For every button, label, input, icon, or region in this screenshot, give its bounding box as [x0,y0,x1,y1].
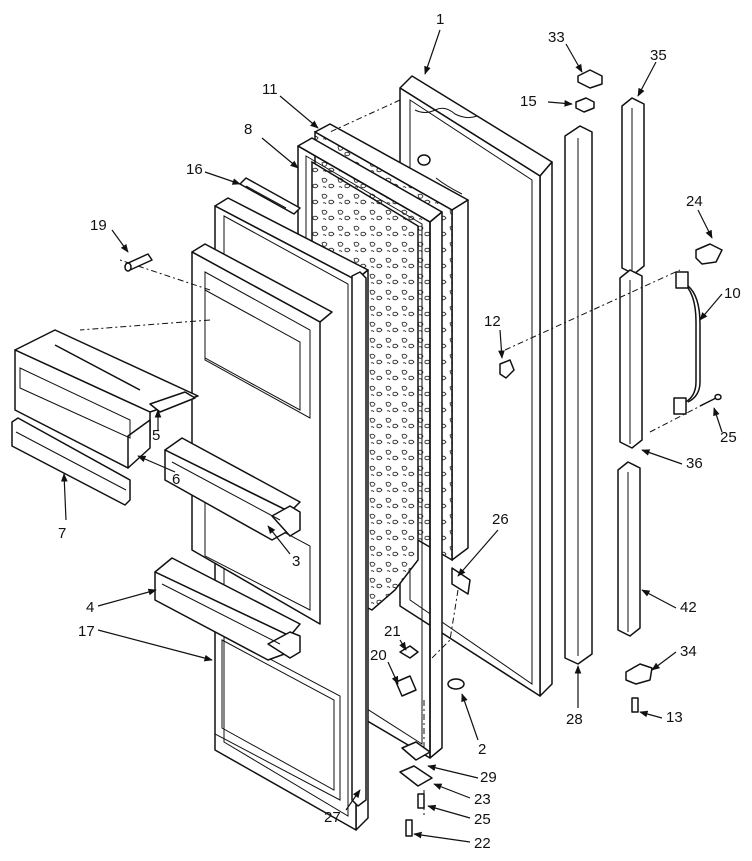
label-17: 17 [78,623,95,640]
hardware-15 [575,97,595,113]
handle-trim-upper [621,97,645,275]
label-22: 22 [474,835,491,852]
label-15: 15 [520,93,537,110]
screw-13 [631,697,639,713]
label-34: 34 [680,643,697,660]
leader-lines [60,29,723,843]
label-27: 27 [324,809,341,826]
handle-trim-middle [619,269,643,449]
dispenser-cover [11,329,199,506]
label-4: 4 [86,599,94,616]
label-21: 21 [384,623,401,640]
label-25-lower: 25 [474,811,491,828]
trim-strip [351,271,367,807]
screw-25-lower [417,793,425,809]
hardware-24 [695,243,723,265]
label-6: 6 [172,471,180,488]
label-2: 2 [478,741,486,758]
label-10: 10 [724,285,741,302]
hinge-23 [399,765,433,787]
label-19: 19 [90,217,107,234]
label-33: 33 [548,29,565,46]
label-23: 23 [474,791,491,808]
upper-door-shelf [164,437,301,541]
label-16: 16 [186,161,203,178]
top-clip [239,177,301,215]
assembly-lines [329,99,713,816]
handle-trim-lower [617,461,641,637]
label-25-upper: 25 [720,429,737,446]
callout-labels: 1 11 8 16 19 33 15 35 24 10 12 25 36 42 … [58,11,741,852]
label-42: 42 [680,599,697,616]
hardware-2 [447,678,465,690]
label-29: 29 [480,769,497,786]
label-26: 26 [492,511,509,528]
label-36: 36 [686,455,703,472]
label-1: 1 [436,11,444,28]
label-12: 12 [484,313,501,330]
lower-door-shelf [154,557,301,661]
label-3: 3 [292,553,300,570]
hardware-20 [395,675,417,697]
label-28: 28 [566,711,583,728]
label-8: 8 [244,121,252,138]
hardware-12 [499,359,515,379]
hardware-33 [577,69,603,89]
screw-22 [405,819,413,837]
label-13: 13 [666,709,683,726]
label-20: 20 [370,647,387,664]
hardware-21 [399,645,419,659]
label-24: 24 [686,193,703,210]
hinge-29 [401,741,431,761]
label-7: 7 [58,525,66,542]
label-5: 5 [152,427,160,444]
hinge-strip [564,125,593,665]
label-35: 35 [650,47,667,64]
label-11: 11 [262,81,278,98]
hardware-34 [625,663,653,685]
screw-19 [124,253,153,272]
door-handle [673,271,701,415]
inner-door-liner [79,197,369,831]
bracket-top [417,154,463,195]
